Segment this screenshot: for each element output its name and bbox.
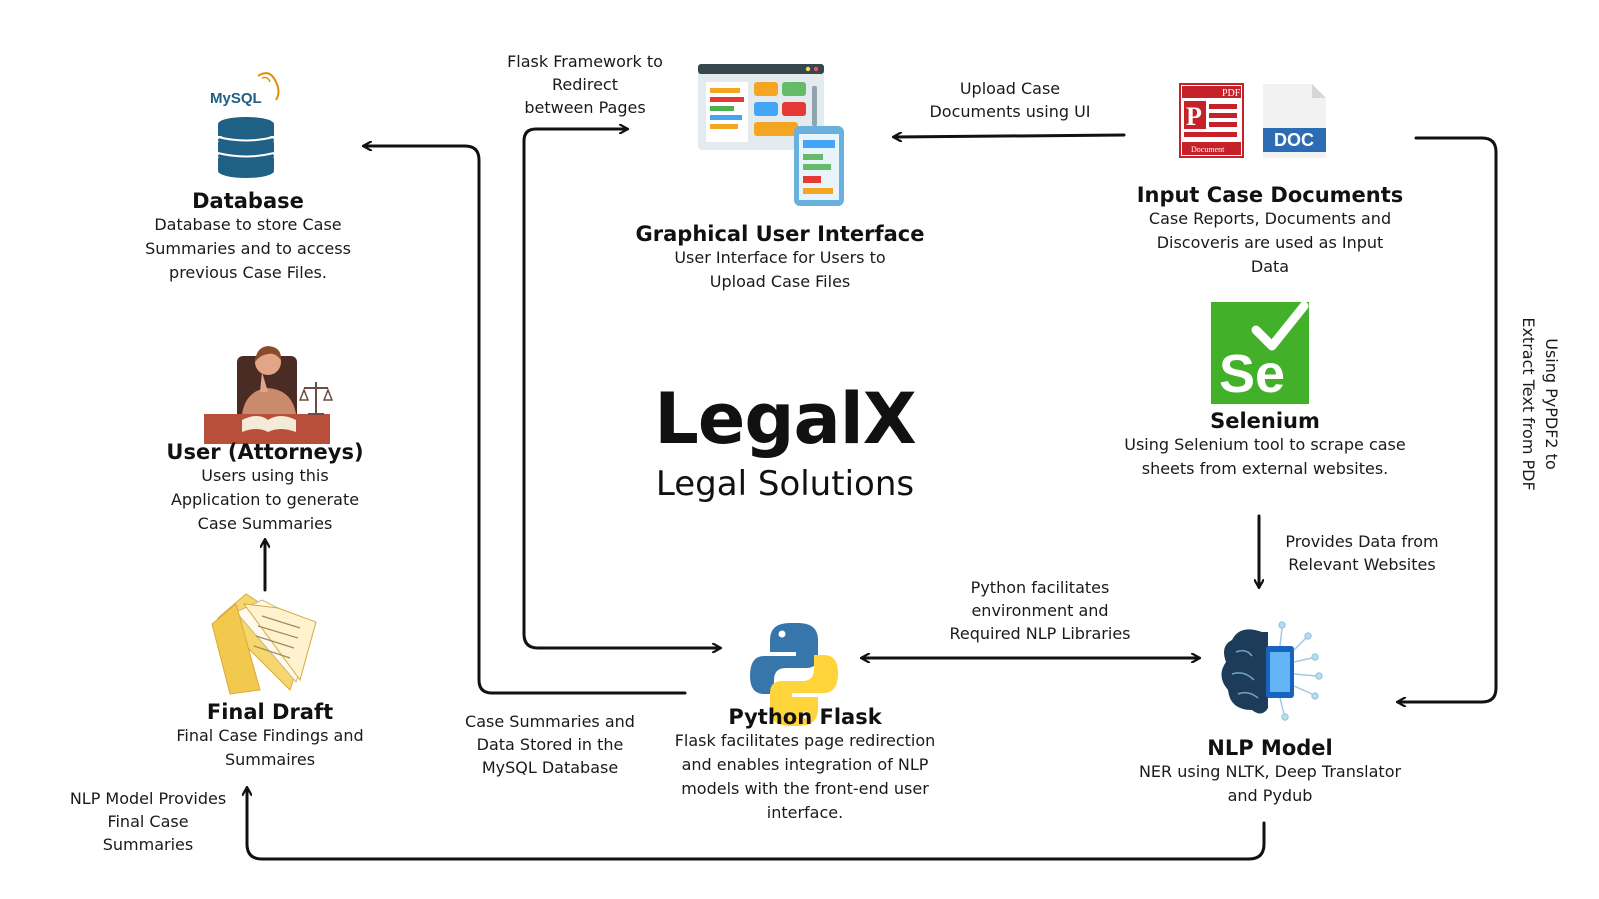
database-node: Database Database to store Case Summarie… [128, 189, 368, 285]
selenium-desc-line: sheets from external websites. [1141, 459, 1389, 478]
edge-label-summaries-stored: Case Summaries and Data Stored in the My… [460, 710, 640, 779]
selenium-desc-line: Using Selenium tool to scrape case [1124, 435, 1406, 454]
gui-node: Graphical User Interface User Interface … [620, 222, 940, 294]
edge-label-line: Python facilitates [970, 578, 1110, 597]
edge-label-line: Documents using UI [929, 102, 1091, 121]
input-docs-desc-line: Discoveris are used as Input [1156, 233, 1384, 252]
user-desc-line: Application to generate [170, 490, 360, 509]
user-node: User (Attorneys) Users using this Applic… [155, 440, 375, 536]
svg-text:PDF: PDF [1222, 88, 1241, 99]
nlp-model-desc-line: NER using NLTK, Deep Translator [1138, 762, 1402, 781]
edge-label-line: environment and [971, 601, 1109, 620]
svg-text:Se: Se [1219, 344, 1285, 404]
edge-label-line: Required NLP Libraries [949, 624, 1131, 643]
selenium-title: Selenium [1210, 409, 1320, 433]
nlp-model-title: NLP Model [1207, 736, 1333, 760]
arrow-docs-to-nlp [1398, 136, 1498, 702]
edge-label-upload-docs: Upload Case Documents using UI [920, 77, 1100, 123]
edge-label-flask-redirect: Flask Framework to Redirect between Page… [490, 50, 680, 119]
edge-label-line: Using PyPDF2 to [1542, 338, 1561, 470]
edge-label-line: MySQL Database [481, 758, 619, 777]
edge-label-provides-data: Provides Data from Relevant Websites [1272, 530, 1452, 576]
input-docs-desc-line: Case Reports, Documents and [1148, 209, 1392, 228]
user-title: User (Attorneys) [166, 440, 364, 464]
mysql-database-icon: MySQL [210, 72, 280, 178]
python-flask-node: Python Flask Flask facilitates page redi… [655, 705, 955, 825]
input-docs-title: Input Case Documents [1136, 183, 1404, 207]
edge-label-line: NLP Model Provides [69, 789, 227, 808]
brand-name: LegalX [654, 378, 916, 460]
input-docs-desc-line: Data [1250, 257, 1290, 276]
pdf-document-icon: PDF P Document [1179, 83, 1244, 158]
python-flask-desc-line: Flask facilitates page redirection [674, 731, 936, 750]
doc-file-icon: DOC [1263, 84, 1326, 158]
arrow-flask-to-database [364, 146, 687, 695]
svg-text:DOC: DOC [1274, 130, 1314, 150]
gui-title: Graphical User Interface [635, 222, 925, 246]
user-desc-line: Case Summaries [197, 514, 333, 533]
arrow-nlp-to-draft [247, 788, 1266, 861]
svg-text:Document: Document [1191, 145, 1225, 154]
edge-label-line: Final Case [107, 812, 189, 831]
gui-icon [698, 64, 844, 206]
database-desc-line: Database to store Case [154, 215, 342, 234]
gui-desc-line: Upload Case Files [709, 272, 851, 291]
database-title: Database [192, 189, 304, 213]
edge-label-line: Relevant Websites [1288, 555, 1436, 574]
selenium-node: Selenium Using Selenium tool to scrape c… [1105, 409, 1425, 481]
svg-text:MySQL: MySQL [210, 90, 262, 107]
nlp-brain-icon [1221, 621, 1323, 721]
final-draft-folder-icon [211, 593, 317, 695]
final-draft-desc-line: Summaires [224, 750, 316, 769]
edge-label-python-env: Python facilitates environment and Requi… [935, 576, 1145, 645]
brand-tagline: Legal Solutions [655, 464, 915, 504]
selenium-icon: Se [1211, 301, 1309, 404]
edge-label-line: Redirect [552, 75, 618, 94]
edge-label-pypdf: Using PyPDF2 to Extract Text from PDF [1517, 317, 1563, 490]
edge-label-line: Flask Framework to [507, 52, 663, 71]
attorney-user-icon [204, 346, 334, 444]
python-flask-desc-line: and enables integration of NLP [681, 755, 929, 774]
final-draft-node: Final Draft Final Case Findings and Summ… [155, 700, 385, 772]
python-flask-title: Python Flask [728, 705, 882, 729]
edge-label-line: Data Stored in the [476, 735, 624, 754]
database-desc-line: previous Case Files. [169, 263, 327, 282]
final-draft-title: Final Draft [206, 700, 334, 724]
database-desc-line: Summaries and to access [145, 239, 351, 258]
python-flask-desc-line: interface. [766, 803, 844, 822]
nlp-model-node: NLP Model NER using NLTK, Deep Translato… [1120, 736, 1420, 808]
gui-desc-line: User Interface for Users to [674, 248, 886, 267]
input-docs-node: Input Case Documents Case Reports, Docum… [1120, 183, 1420, 279]
arrow-flask-gui-redirect [522, 129, 720, 648]
edge-label-line: Extract Text from PDF [1519, 317, 1538, 491]
user-desc-line: Users using this [201, 466, 329, 485]
edge-label-line: Upload Case [959, 79, 1061, 98]
python-flask-desc-line: models with the front-end user [681, 779, 929, 798]
python-logo-icon [750, 623, 838, 726]
nlp-model-desc-line: and Pydub [1227, 786, 1313, 805]
edge-label-nlp-final: NLP Model Provides Final Case Summaries [58, 787, 238, 856]
edge-label-line: Provides Data from [1285, 532, 1439, 551]
edge-label-line: Case Summaries and [465, 712, 635, 731]
edge-label-line: between Pages [524, 98, 646, 117]
final-draft-desc-line: Final Case Findings and [176, 726, 364, 745]
arrow-docs-to-gui [894, 135, 1126, 137]
svg-text:P: P [1186, 102, 1202, 131]
edge-label-line: Summaries [102, 835, 194, 854]
